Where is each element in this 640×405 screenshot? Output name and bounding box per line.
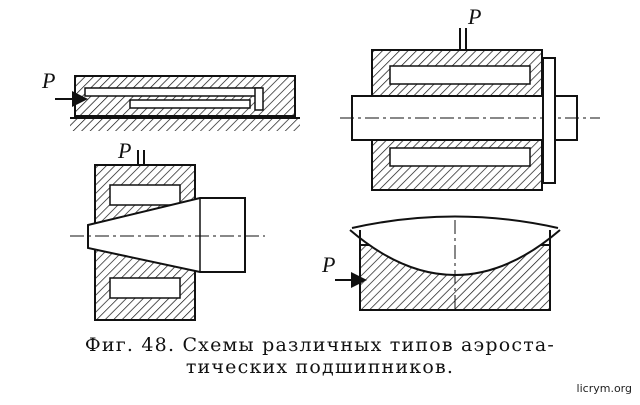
pressure-label: P	[117, 138, 131, 163]
pressure-label: P	[41, 68, 55, 93]
watermark: licrym.org	[576, 382, 632, 395]
conical-bearing-scheme: P	[70, 138, 265, 321]
flat-bearing-scheme: P	[41, 68, 300, 131]
pressure-label: P	[467, 4, 481, 29]
radial-thrust-bearing-scheme: P	[340, 4, 600, 191]
figure-caption-line-2: тических подшипников.	[185, 356, 455, 378]
spherical-bearing-scheme: P	[321, 215, 561, 311]
pressure-label: P	[321, 252, 335, 277]
figure-caption-line-1: Фиг. 48. Схемы различных типов аэроста-	[84, 334, 556, 356]
